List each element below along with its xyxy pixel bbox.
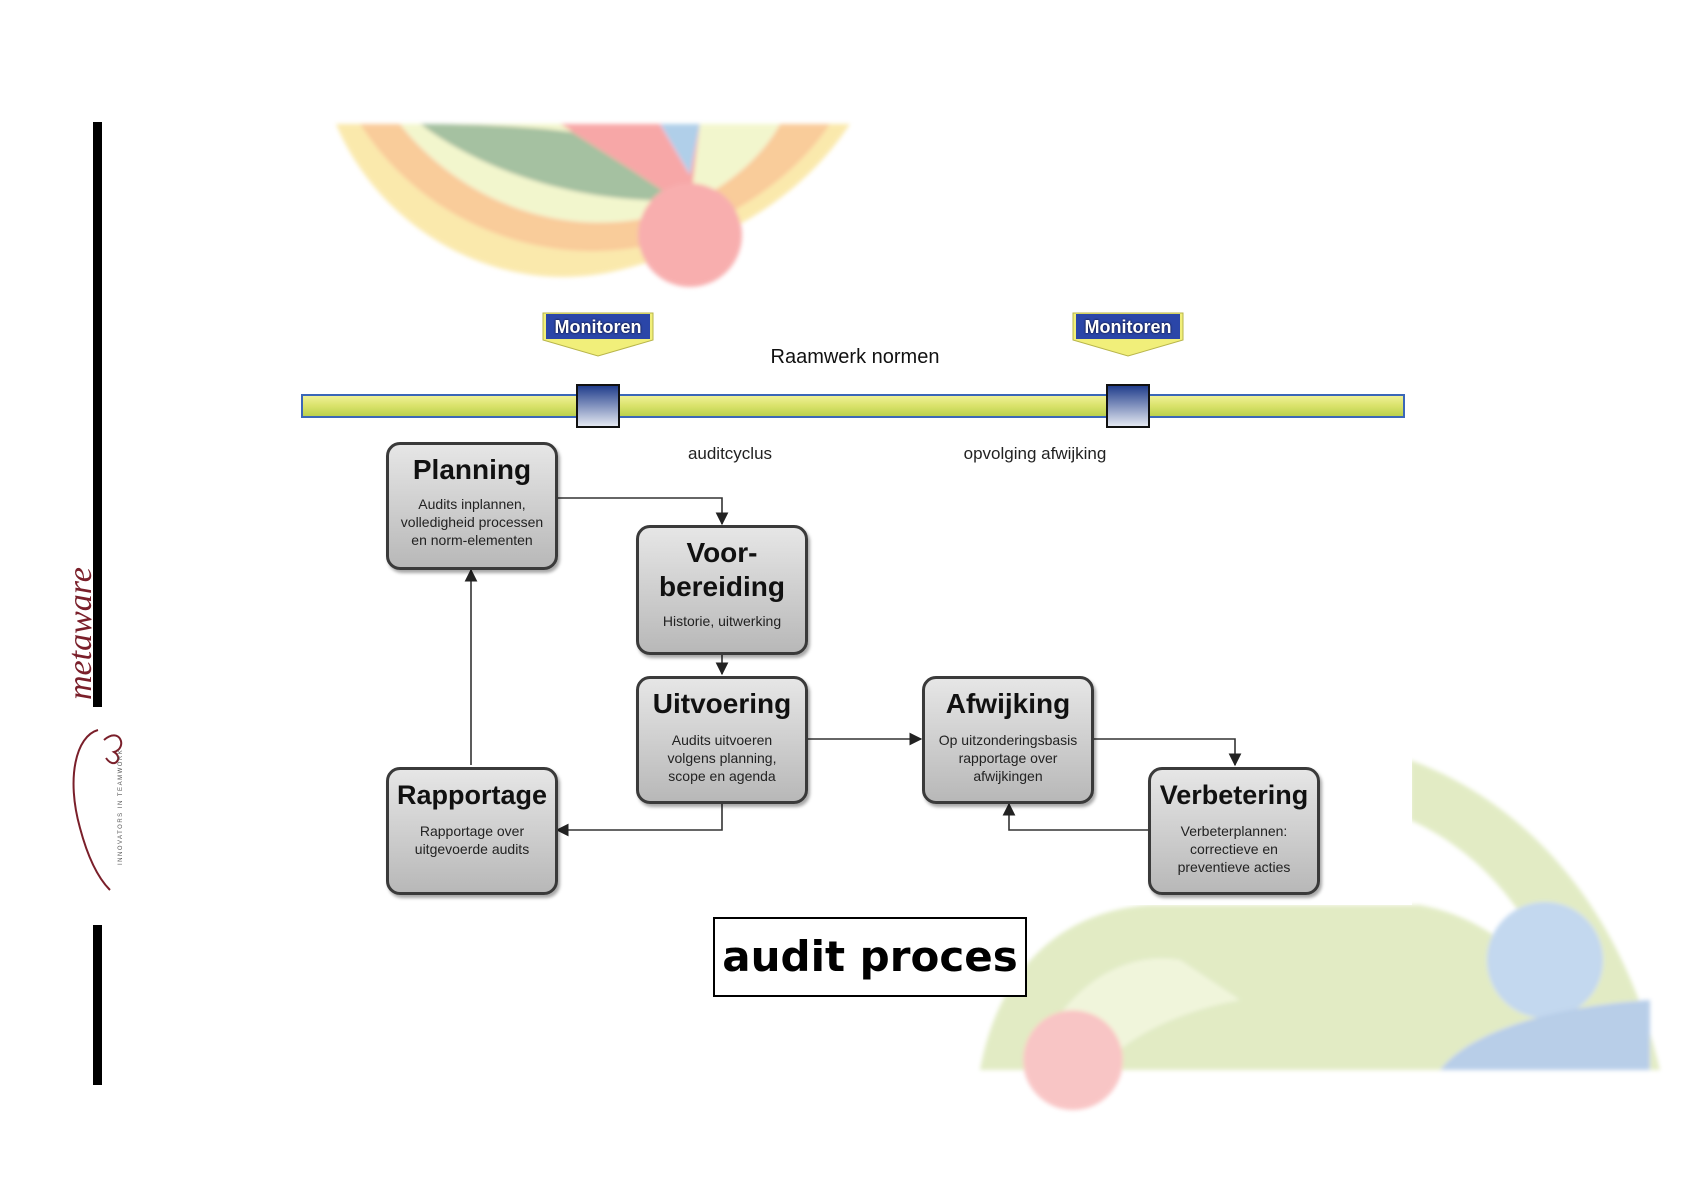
node-voorbereiding-desc: Historie, uitwerking	[662, 613, 782, 629]
node-afwijking-title: Afwijking	[945, 688, 1071, 719]
node-voorbereiding-title: Voor- bereiding	[658, 537, 785, 602]
node-rapportage-title: Rapportage	[396, 780, 548, 810]
node-verbetering-desc: Verbeterplannen: correctieve en preventi…	[1177, 823, 1291, 875]
arrow-planning-to-voorbereiding	[556, 497, 729, 526]
monitor-badge-fill-1	[546, 314, 650, 339]
timeline-marker-1	[576, 384, 620, 428]
timeline-marker-2	[1106, 384, 1150, 428]
monitor-badge-label-1: Monitoren	[554, 317, 642, 337]
left-border-line-top	[93, 122, 102, 707]
node-uitvoering-desc: Audits uitvoeren volgens planning, scope…	[667, 732, 777, 784]
framework-label: Raamwerk normen	[770, 346, 940, 368]
monitor-badge-fill-2	[1076, 314, 1180, 339]
node-rapportage-desc: Rapportage over uitgevoerde audits	[414, 823, 530, 857]
caption-title: audit proces	[713, 917, 1027, 997]
opvolging-label: opvolging afwijking	[963, 444, 1107, 463]
timeline-bar	[301, 394, 1405, 418]
bottom-swirl-art	[980, 760, 1660, 1110]
left-border-line-bottom	[93, 925, 102, 1085]
monitor-badge-label-2: Monitoren	[1084, 317, 1172, 337]
node-afwijking: Afwijking Op uitzonderingsbasis rapporta…	[922, 676, 1094, 804]
node-planning-title: Planning	[412, 454, 532, 485]
arrow-verbetering-to-afwijking	[1002, 802, 1149, 831]
node-verbetering-title: Verbetering	[1159, 780, 1309, 810]
node-afwijking-desc: Op uitzonderingsbasis rapportage over af…	[938, 732, 1078, 784]
node-voorbereiding: Voor- bereiding Historie, uitwerking	[636, 525, 808, 655]
node-rapportage: Rapportage Rapportage over uitgevoerde a…	[386, 767, 558, 895]
arrow-afwijking-to-verbetering	[1093, 738, 1242, 767]
node-uitvoering-title: Uitvoering	[652, 688, 792, 719]
auditcyclus-label: auditcyclus	[687, 444, 773, 463]
logo-swirl-icon	[72, 729, 123, 891]
node-verbetering: Verbetering Verbeterplannen: correctieve…	[1148, 767, 1320, 895]
top-swirl-art	[336, 124, 850, 287]
node-planning: Planning Audits inplannen, volledigheid …	[386, 442, 558, 570]
node-uitvoering: Uitvoering Audits uitvoeren volgens plan…	[636, 676, 808, 804]
node-planning-desc: Audits inplannen, volledigheid processen…	[400, 496, 544, 548]
arrow-uitvoering-to-rapportage	[555, 803, 723, 837]
